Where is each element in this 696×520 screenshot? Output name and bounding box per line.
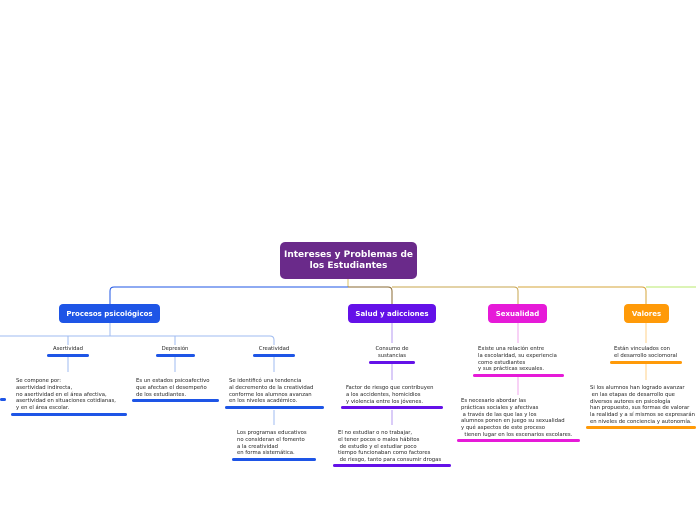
note-underline [11,413,127,416]
note-underline [341,406,443,409]
topic-procesos-psicologicos[interactable]: Procesos psicológicos [59,304,160,323]
subtopic-creatividad[interactable]: Creatividad [258,346,290,352]
note-asertividad[interactable]: Se compone por: asertividad indirecta, n… [16,378,116,412]
note-si-los-alumnos[interactable]: Si los alumnos han logrado avanzar en la… [590,385,695,425]
subtopic-depresion[interactable]: Depresión [161,346,189,352]
note-abordar-practicas[interactable]: Es necesario abordar las prácticas socia… [461,398,573,438]
note-factor-riesgo[interactable]: Factor de riesgo que contribuyen a los a… [346,385,434,405]
subtopic-consumo-sustancias[interactable]: Consumo de sustancias [375,346,409,359]
note-relacion-escolaridad[interactable]: Existe una relación entre la escolaridad… [478,346,557,373]
note-underline [333,464,451,467]
topic-sexualidad[interactable]: Sexualidad [488,304,547,323]
subtopic-underline [253,354,295,357]
topic-label: Valores [631,309,662,318]
topic-valores[interactable]: Valores [624,304,669,323]
note-underline [586,426,696,429]
note-creatividad-tendencia[interactable]: Se identificó una tendencia al decrement… [229,378,314,405]
note-underline [132,399,219,402]
note-underline [232,458,316,461]
note-underline [610,361,682,364]
note-creatividad-programas[interactable]: Los programas educativos no consideran e… [237,430,307,457]
topic-label: Salud y adicciones [355,309,429,318]
note-underline [457,439,580,442]
subtopic-asertividad[interactable]: Asertividad [53,346,83,352]
note-vinculados[interactable]: Están vinculados con el desarrollo socio… [614,346,678,359]
topic-salud-adicciones[interactable]: Salud y adicciones [348,304,436,323]
note-underline [473,374,564,377]
root-title: Intereses y Problemas de los Estudiantes [284,249,413,271]
subtopic-underline [47,354,89,357]
topic-label: Procesos psicológicos [66,309,153,318]
subtopic-underline [156,354,195,357]
topic-label: Sexualidad [495,309,540,318]
root-topic[interactable]: Intereses y Problemas de los Estudiantes [280,242,417,279]
note-underline [225,406,324,409]
subtopic-underline [369,361,415,364]
note-no-estudiar[interactable]: El no estudiar o no trabajar, el tener p… [338,430,442,464]
offscreen-subtopic-underline [0,398,6,401]
note-depresion[interactable]: Es un estados psicoafectivo que afectan … [136,378,210,398]
